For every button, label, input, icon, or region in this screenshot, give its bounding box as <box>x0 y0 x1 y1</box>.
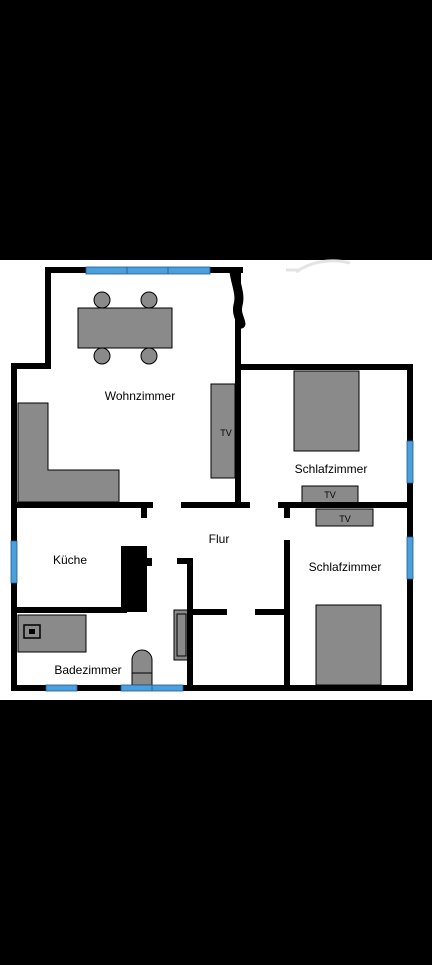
appliance-detail <box>29 629 35 634</box>
outer-wall <box>11 267 413 691</box>
room-label-badezimmer: Badezimmer <box>54 663 121 677</box>
window-bedroom-top <box>406 440 414 484</box>
bathtub-basin <box>176 613 187 657</box>
room-label-schlafzimmer-top: Schlafzimmer <box>295 462 368 476</box>
dining-chair <box>140 291 158 309</box>
dining-table <box>77 307 173 349</box>
window-living <box>85 266 211 275</box>
kitchen-counter-block <box>121 546 147 612</box>
dining-chair <box>93 291 111 309</box>
tv-label-bed-top: TV <box>324 490 336 500</box>
faint-marks <box>286 259 351 274</box>
window-bedroom-bottom <box>406 536 414 580</box>
tv-board-living <box>210 383 236 479</box>
bed-bottom <box>315 604 382 686</box>
dining-chair <box>93 347 111 365</box>
wall-stub <box>284 505 290 518</box>
room-label-schlafzimmer-bottom: Schlafzimmer <box>309 560 382 574</box>
window-bath <box>45 684 78 692</box>
dining-chair <box>140 347 158 365</box>
tv-label-bed-bottom: TV <box>339 514 351 524</box>
wall-stub <box>141 505 147 518</box>
window-kitchen <box>10 540 18 584</box>
room-label-flur: Flur <box>209 532 230 546</box>
tv-board-bed-bottom <box>315 508 374 527</box>
toilet-tank <box>131 672 153 686</box>
room-label-wohnzimmer: Wohnzimmer <box>105 389 175 403</box>
tv-label-living: TV <box>220 428 232 438</box>
toilet <box>131 649 153 674</box>
marker-scribble <box>229 267 246 329</box>
bed-top <box>293 370 360 452</box>
kitchen-counter-nub <box>144 558 152 566</box>
bathtub <box>173 609 190 661</box>
room-label-kueche: Küche <box>53 553 87 567</box>
